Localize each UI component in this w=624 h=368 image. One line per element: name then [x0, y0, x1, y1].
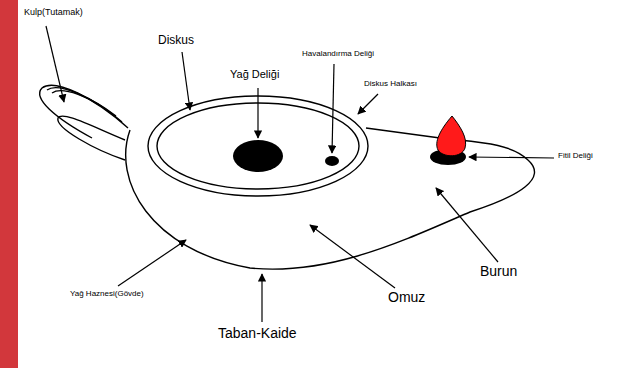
flame — [437, 116, 466, 156]
leader-line — [310, 225, 395, 288]
part-label: Yağ Haznesi(Gövde) — [70, 290, 144, 299]
part-label: Yağ Deliği — [230, 68, 279, 80]
part-label: Fitil Deliği — [558, 152, 593, 161]
handle-loop — [58, 116, 125, 160]
side-bar — [0, 0, 18, 368]
part-label: Kulp(Tutamak) — [24, 8, 83, 18]
part-label: Havalandırma Deliği — [302, 50, 374, 59]
handle-stripe — [52, 91, 116, 116]
leader-lines — [46, 26, 554, 322]
lamp-body — [126, 128, 535, 269]
handle — [40, 85, 128, 138]
part-label: Omuz — [388, 290, 425, 305]
leader-line — [436, 188, 498, 262]
leader-line — [182, 52, 190, 110]
part-label: Taban-Kaide — [218, 326, 297, 341]
leader-line — [358, 94, 378, 114]
part-label: Diskus Halkası — [364, 80, 417, 89]
leader-line — [261, 274, 262, 322]
leader-line — [46, 26, 64, 102]
vent-hole — [325, 156, 339, 166]
leader-line — [469, 157, 554, 158]
oil-hole — [233, 140, 283, 172]
leader-line — [332, 64, 334, 153]
leader-line — [118, 240, 186, 286]
part-label: Burun — [480, 264, 517, 279]
leader-line — [257, 88, 258, 138]
lamp-outline — [40, 85, 535, 269]
part-label: Diskus — [158, 34, 194, 47]
